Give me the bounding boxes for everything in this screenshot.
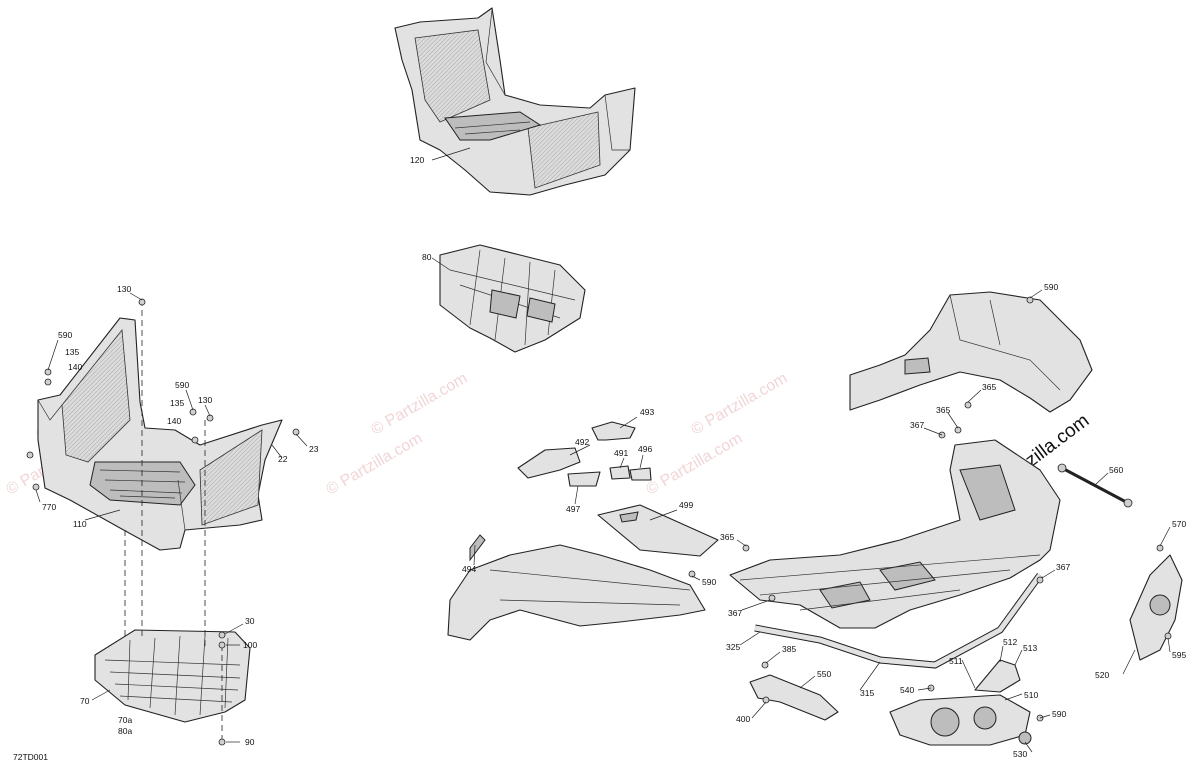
- callout-label: 510: [1024, 690, 1038, 700]
- callout-label: 140: [68, 362, 82, 372]
- part-510-tail-housing: [889, 659, 1032, 746]
- part-590-rear-fender-cap: [849, 291, 1093, 413]
- callout-label: 23: [309, 444, 319, 454]
- part-325-rear-rack: [729, 439, 1061, 629]
- callout-label: 513: [1023, 643, 1037, 653]
- callout-label: 550: [817, 669, 831, 679]
- callout-label: 365: [936, 405, 950, 415]
- callout-label: 493: [640, 407, 654, 417]
- callout-label: 140: [167, 416, 181, 426]
- callout-label: 130: [117, 284, 131, 294]
- part-550-support-bar: [749, 674, 839, 721]
- callout-label: 520: [1095, 670, 1109, 680]
- watermark-text: © Partzilla.com: [644, 430, 746, 499]
- callout-label: 512: [1003, 637, 1017, 647]
- callout-label: 367: [910, 420, 924, 430]
- callout-label: 120: [410, 155, 424, 165]
- callout-label: 511: [949, 656, 963, 666]
- callout-label: 365: [720, 532, 734, 542]
- callout-label: 590: [702, 577, 716, 587]
- callout-label: 325: [726, 642, 740, 652]
- watermark-text: © Partzilla.com: [689, 370, 791, 439]
- callout-label: 80: [422, 252, 432, 262]
- part-494-side-fender: [447, 534, 706, 641]
- part-110-footwell: [37, 317, 283, 551]
- callout-label: 130: [198, 395, 212, 405]
- callout-label: 497: [566, 504, 580, 514]
- callout-label: 540: [900, 685, 914, 695]
- callout-label: 365: [982, 382, 996, 392]
- callout-label: 90: [245, 737, 255, 747]
- callout-label: 595: [1172, 650, 1186, 660]
- callout-label: 70: [80, 696, 90, 706]
- alignment-lines: [124, 300, 223, 740]
- callout-label: 315: [860, 688, 874, 698]
- part-70-footrest-grid: [94, 629, 251, 723]
- callout-label: 590: [58, 330, 72, 340]
- part-490-panel-group: [517, 421, 719, 557]
- diagram-id-label: 72TD001: [13, 752, 48, 762]
- callout-label: 400: [736, 714, 750, 724]
- part-560-rod: [1057, 463, 1133, 508]
- callout-label: 499: [679, 500, 693, 510]
- callout-label: 496: [638, 444, 652, 454]
- callout-label: 100: [243, 640, 257, 650]
- callout-label: 367: [728, 608, 742, 618]
- watermark-text: © Partzilla.com: [324, 430, 426, 499]
- leader-lines: [35, 147, 1171, 753]
- callout-label: 135: [170, 398, 184, 408]
- part-120-rear-fender: [394, 7, 636, 196]
- callout-label: 385: [782, 644, 796, 654]
- callout-label: 30: [245, 616, 255, 626]
- part-315-rail-tube: [754, 572, 1043, 669]
- part-520-taillight: [1129, 554, 1183, 661]
- callout-label: 22: [278, 454, 288, 464]
- callout-label: 560: [1109, 465, 1123, 475]
- callout-label: 492: [575, 437, 589, 447]
- callout-labels: 120 80 130 590 135 140 590 135 130 140 2…: [42, 155, 1186, 759]
- callout-label: 494: [462, 564, 476, 574]
- watermark-text: © Partzilla.com: [369, 370, 471, 439]
- callout-label: 135: [65, 347, 79, 357]
- callout-label: 367: [1056, 562, 1070, 572]
- callout-label: 590: [1044, 282, 1058, 292]
- part-80-support-bracket: [439, 244, 586, 353]
- callout-label: 590: [1052, 709, 1066, 719]
- callout-label: 570: [1172, 519, 1186, 529]
- callout-label: 491: [614, 448, 628, 458]
- callout-label: 590: [175, 380, 189, 390]
- callout-label: 70a: [118, 715, 132, 725]
- callout-label: 110: [73, 519, 87, 529]
- callout-label: 770: [42, 502, 56, 512]
- callout-label: 530: [1013, 749, 1027, 759]
- callout-label: 80a: [118, 726, 132, 736]
